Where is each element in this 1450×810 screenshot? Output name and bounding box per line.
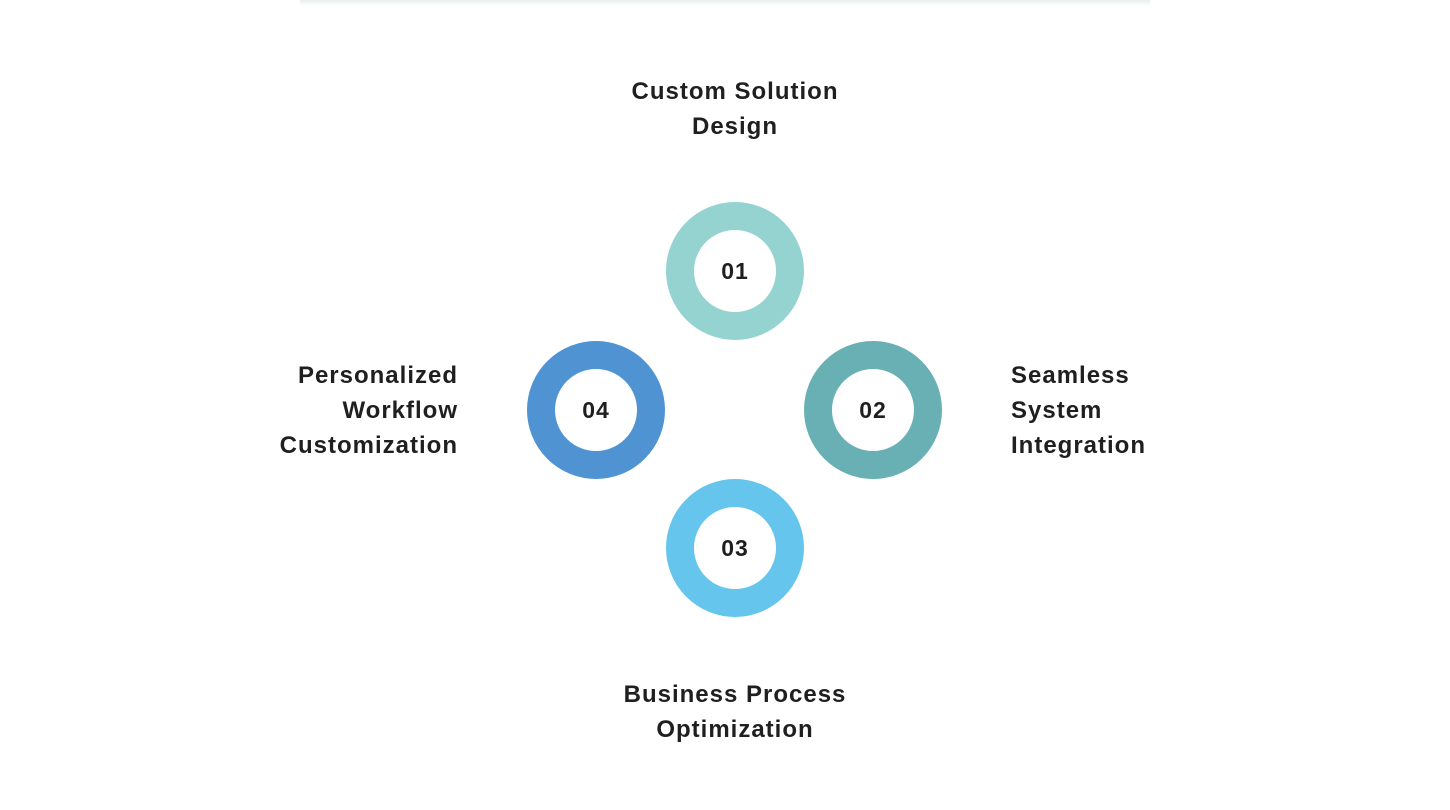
step-01-label-line-1: Custom Solution bbox=[631, 78, 839, 105]
step-02-label-line-1: Seamless bbox=[1011, 362, 1130, 389]
step-04-label-line-1: Personalized bbox=[297, 362, 458, 389]
step-04-label-line-2: Workflow bbox=[342, 397, 458, 424]
step-02-ring: 02 bbox=[804, 341, 942, 479]
step-02-label-line-2: System bbox=[1011, 397, 1103, 424]
step-02-label-line-3: Integration bbox=[1011, 432, 1146, 459]
step-03-label-line-1: Business Process bbox=[623, 681, 847, 708]
step-01-ring: 01 bbox=[666, 202, 804, 340]
step-04-label-line-3: Customization bbox=[279, 432, 458, 459]
step-03-number: 03 bbox=[721, 534, 749, 561]
step-01-label: Custom Solution Design bbox=[585, 74, 885, 144]
step-03-ring: 03 bbox=[666, 479, 804, 617]
top-edge-shadow bbox=[300, 0, 1150, 6]
step-04-number: 04 bbox=[582, 396, 610, 423]
step-01-number: 01 bbox=[721, 257, 749, 284]
step-02-label: Seamless System Integration bbox=[1011, 358, 1231, 463]
step-02-number: 02 bbox=[859, 396, 887, 423]
step-04-label: Personalized Workflow Customization bbox=[238, 358, 458, 463]
step-01-label-line-2: Design bbox=[691, 113, 778, 140]
step-03-label: Business Process Optimization bbox=[585, 677, 885, 747]
step-04-ring: 04 bbox=[527, 341, 665, 479]
step-03-label-line-2: Optimization bbox=[656, 716, 814, 743]
